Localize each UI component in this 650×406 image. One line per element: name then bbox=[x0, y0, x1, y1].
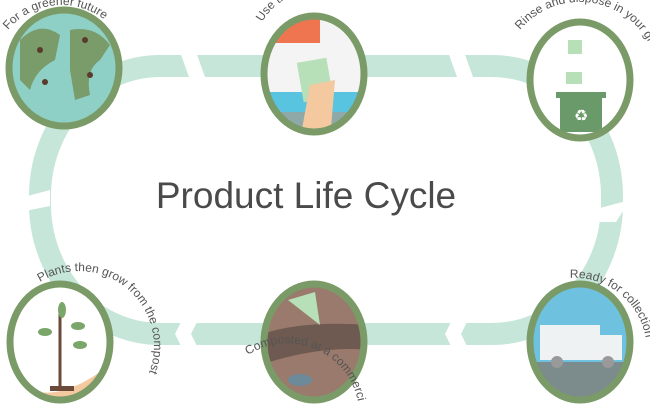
step-use-wipe: Use the wipe bbox=[253, 0, 368, 136]
svg-text:♻: ♻ bbox=[574, 106, 588, 125]
step-greener-future: For a greener future bbox=[0, 0, 123, 130]
hand-wipe-icon bbox=[264, 16, 364, 132]
chevron-left-icon bbox=[445, 316, 470, 352]
sapling-icon bbox=[10, 284, 110, 400]
chevron-right-icon bbox=[180, 52, 205, 90]
diagram-title: Product Life Cycle bbox=[156, 175, 456, 216]
chevron-right-icon bbox=[448, 52, 473, 90]
chevron-down-icon bbox=[600, 200, 630, 222]
step-ready-collection: Ready for collection bbox=[526, 267, 650, 404]
step-rinse-dispose: ♻ Rinse and dispose in your green bin bbox=[512, 0, 650, 142]
chevron-left-icon bbox=[175, 316, 200, 352]
chevron-up-icon bbox=[20, 190, 50, 212]
green-bin-icon: ♻ bbox=[530, 22, 630, 138]
